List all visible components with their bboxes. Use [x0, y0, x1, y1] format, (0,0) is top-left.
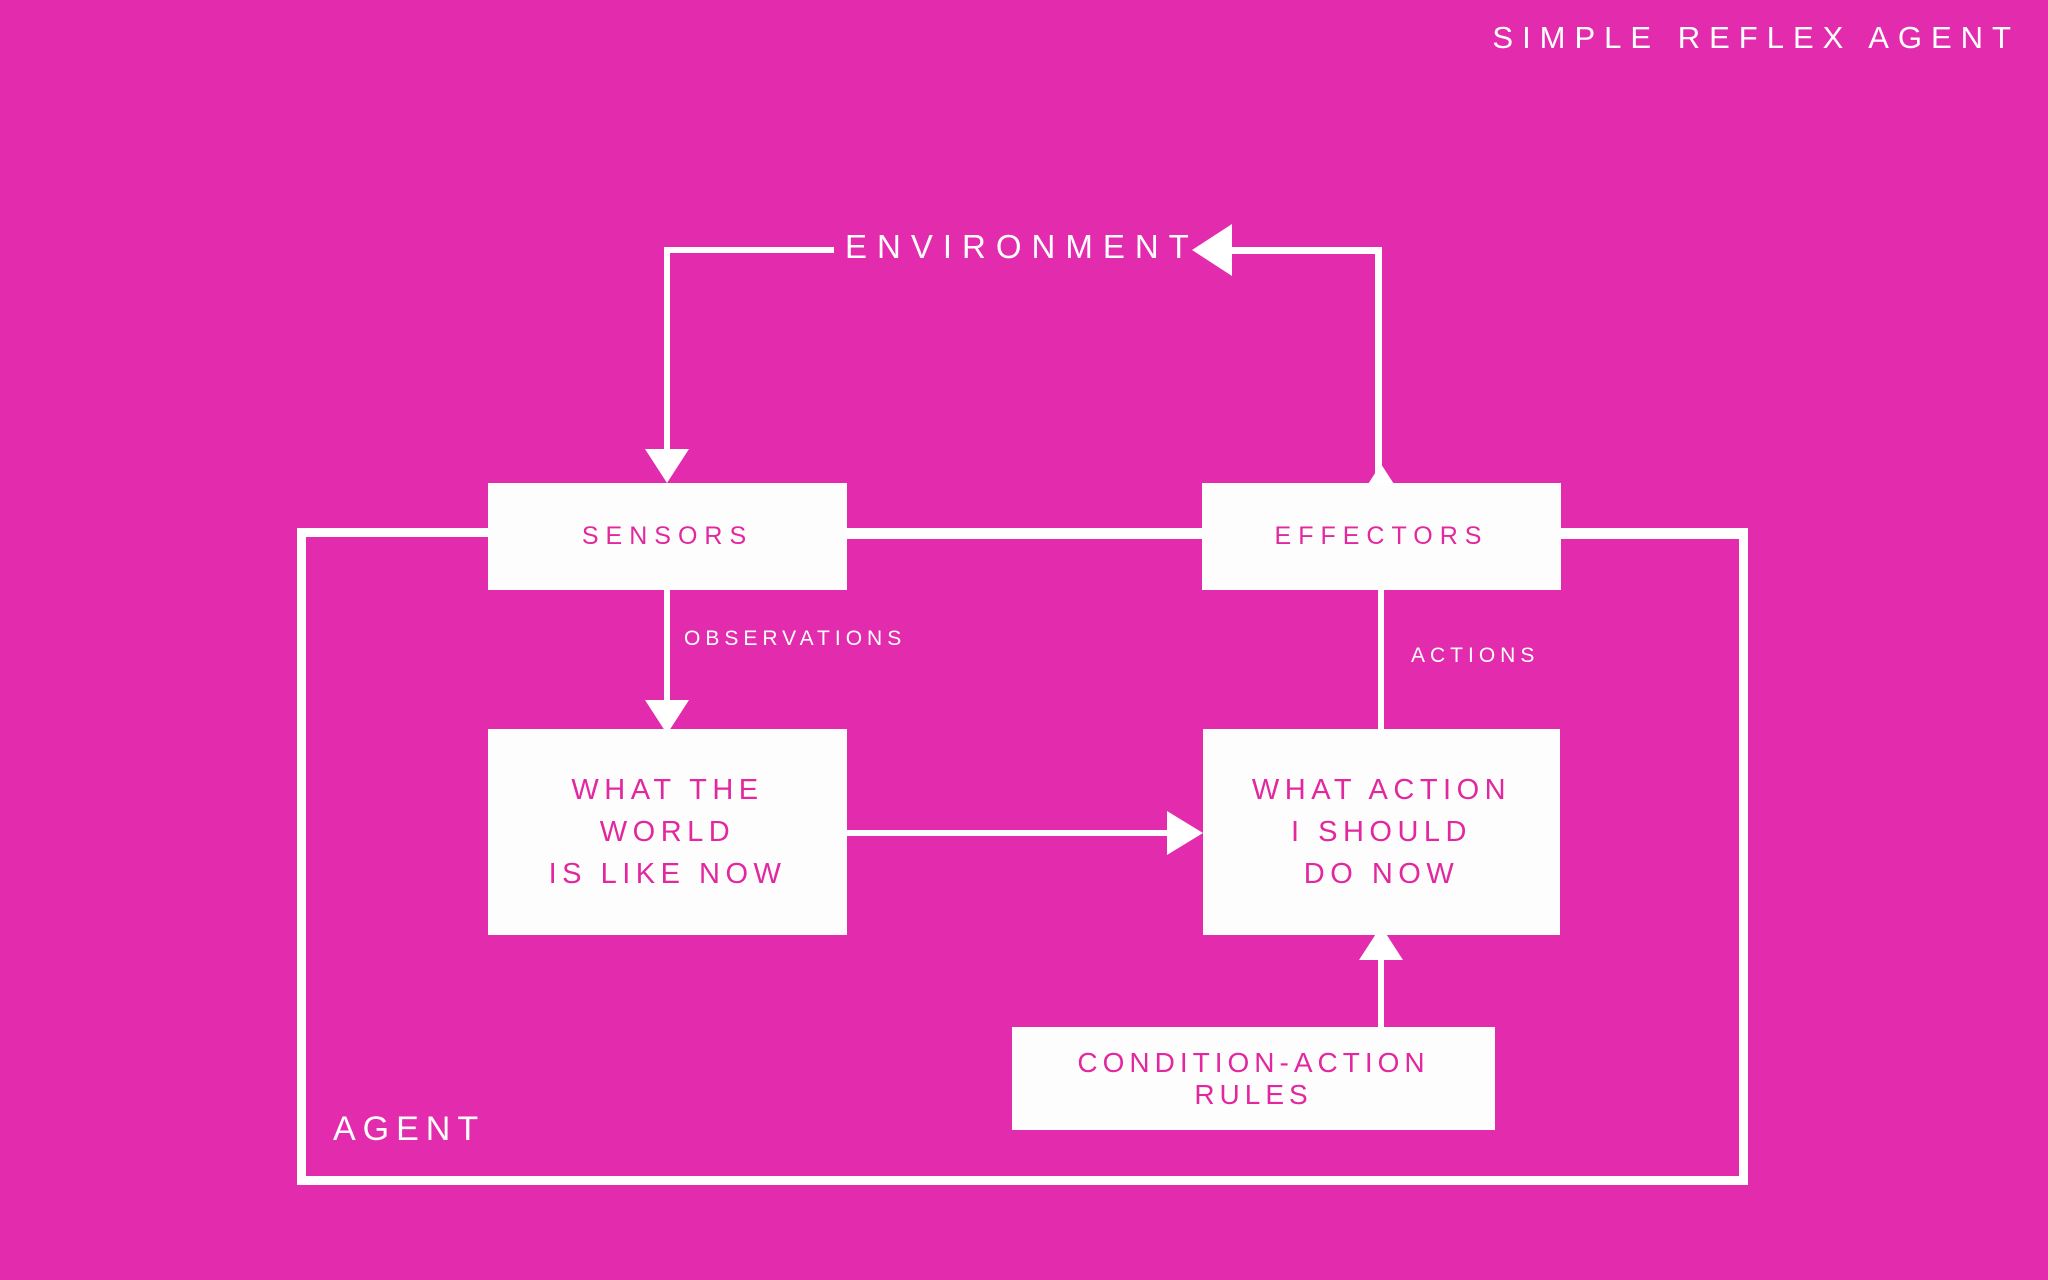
node-action-selection-line-2: I SHOULD: [1291, 816, 1472, 848]
arrowhead-to-environment-icon: [1192, 224, 1232, 276]
connector-effectors-to-environment-vertical: [1375, 247, 1382, 530]
node-effectors[interactable]: EFFECTORS: [1202, 483, 1561, 590]
connector-sensors-to-world-state: [664, 590, 670, 700]
node-condition-action-rules[interactable]: CONDITION-ACTION RULES: [1012, 1027, 1495, 1130]
node-sensors[interactable]: SENSORS: [488, 483, 847, 590]
node-action-selection-line-1: WHAT ACTION: [1251, 774, 1512, 806]
node-world-state-line-2: WORLD: [599, 816, 736, 848]
arrowhead-into-sensors-icon: [645, 449, 689, 483]
edge-label-actions: ACTIONS: [1411, 644, 1540, 667]
edge-label-observations: OBSERVATIONS: [684, 627, 907, 650]
node-world-state-text: WHAT THE WORLD IS LIKE NOW: [549, 769, 787, 895]
environment-label: ENVIRONMENT: [845, 228, 1199, 265]
connector-action-to-effectors: [1378, 498, 1384, 730]
connector-effectors-rail: [1561, 532, 1748, 539]
node-world-state-line-3: IS LIKE NOW: [548, 858, 787, 890]
node-action-selection-text: WHAT ACTION I SHOULD DO NOW: [1252, 769, 1511, 895]
connector-sensors-rail: [847, 532, 1203, 539]
node-action-selection[interactable]: WHAT ACTION I SHOULD DO NOW: [1203, 729, 1560, 935]
connector-rules-to-action: [1378, 960, 1384, 1030]
connector-effectors-to-environment-horizontal: [1232, 247, 1382, 254]
node-world-state[interactable]: WHAT THE WORLD IS LIKE NOW: [488, 729, 847, 935]
page-title: SIMPLE REFLEX AGENT: [1492, 20, 2020, 55]
node-action-selection-line-3: DO NOW: [1303, 858, 1460, 890]
connector-world-state-to-action: [847, 830, 1167, 836]
node-condition-action-rules-label: CONDITION-ACTION RULES: [1077, 1046, 1430, 1110]
arrowhead-into-world-state-icon: [645, 700, 689, 734]
connector-environment-to-sensors-horizontal: [664, 247, 834, 253]
connector-environment-to-sensors-vertical: [664, 247, 670, 454]
node-world-state-line-1: WHAT THE: [571, 774, 764, 806]
arrowhead-into-action-icon: [1167, 811, 1203, 855]
node-effectors-label: EFFECTORS: [1274, 522, 1489, 550]
agent-label: AGENT: [333, 1110, 486, 1148]
node-sensors-label: SENSORS: [581, 522, 754, 550]
